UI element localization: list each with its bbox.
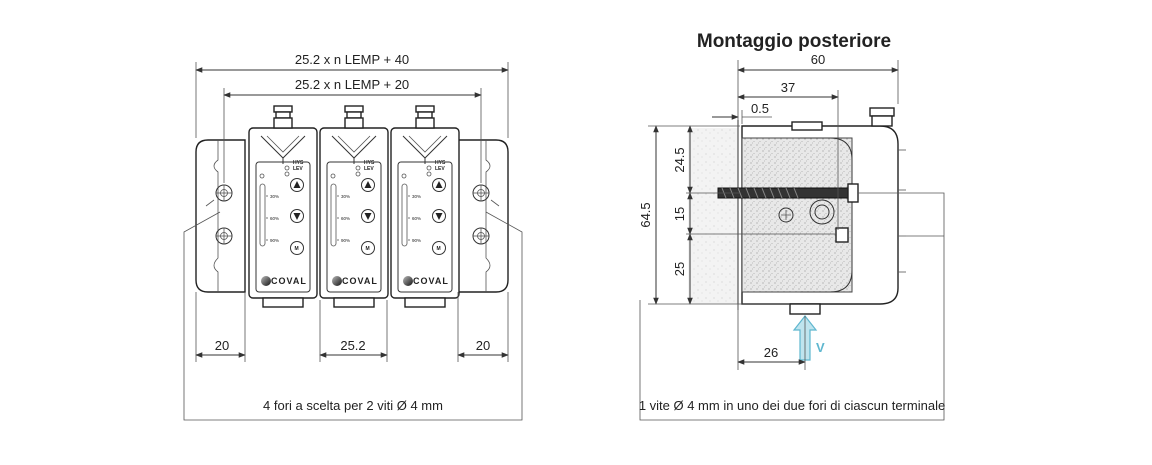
dim-64-5: 64.5 — [638, 202, 653, 227]
m-button-label: M — [295, 246, 299, 252]
side-mounting-note: 1 vite Ø 4 mm in uno dei due fori di cia… — [639, 398, 945, 413]
lev-label: LEV — [293, 166, 303, 172]
module-labels: HYS LEV 30% 60% 90% M COVAL HYS LEV 30% … — [270, 160, 449, 286]
front-view: HYS LEV 30% 60% 90% M COVAL HYS LEV 30% … — [183, 52, 523, 421]
percent-90-label: 90% — [270, 238, 279, 243]
m-button-label: M — [437, 246, 441, 252]
dim-left-end: 20 — [215, 338, 229, 353]
m-button-label: M — [366, 246, 370, 252]
percent-30-label: 30% — [412, 194, 421, 199]
dim-0-5: 0.5 — [751, 101, 769, 116]
dim-module-pitch: 25.2 — [340, 338, 365, 353]
hys-label: HYS — [364, 160, 375, 166]
side-view: Montaggio posteriore V 60 — [638, 31, 945, 421]
dim-24-5: 24.5 — [672, 147, 687, 172]
dim-37: 37 — [781, 80, 795, 95]
dim-26: 26 — [764, 345, 778, 360]
percent-30-label: 30% — [270, 194, 279, 199]
wall-section — [688, 128, 738, 304]
dim-right-end: 20 — [476, 338, 490, 353]
brand-logo: COVAL — [271, 276, 307, 286]
dim-total-width: 25.2 x n LEMP + 40 — [295, 52, 409, 67]
percent-60-label: 60% — [412, 216, 421, 221]
hys-label: HYS — [435, 160, 446, 166]
lev-label: LEV — [435, 166, 445, 172]
lev-label: LEV — [364, 166, 374, 172]
percent-60-label: 60% — [270, 216, 279, 221]
side-view-title: Montaggio posteriore — [697, 31, 891, 52]
percent-60-label: 60% — [341, 216, 350, 221]
brand-logo: COVAL — [413, 276, 449, 286]
percent-90-label: 90% — [412, 238, 421, 243]
dim-inner-width: 25.2 x n LEMP + 20 — [295, 77, 409, 92]
dim-25: 25 — [672, 262, 687, 276]
percent-30-label: 30% — [341, 194, 350, 199]
dim-60: 60 — [811, 52, 825, 67]
brand-logo: COVAL — [342, 276, 378, 286]
front-mounting-note: 4 fori a scelta per 2 viti Ø 4 mm — [263, 398, 443, 413]
dim-15: 15 — [672, 207, 687, 221]
percent-90-label: 90% — [341, 238, 350, 243]
hys-label: HYS — [293, 160, 304, 166]
vacuum-arrow-label: V — [816, 340, 825, 355]
